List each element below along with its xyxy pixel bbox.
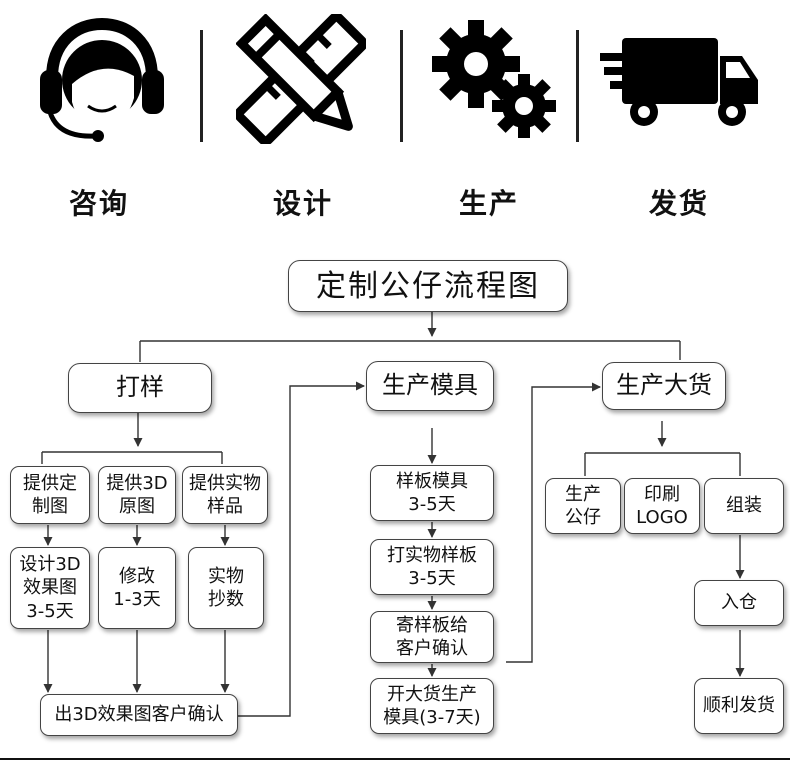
mold-step-sample-mold: 样板模具 3-5天: [370, 465, 494, 521]
divider: [200, 30, 203, 142]
headset-agent-icon: [40, 18, 164, 142]
bottom-rule: [0, 758, 790, 760]
mass-part-print-logo: 印刷 LOGO: [624, 478, 700, 534]
mass-head: 生产大货: [602, 362, 726, 410]
mass-step-warehouse: 入仓: [694, 580, 784, 626]
step-label-consult: 咨询: [68, 187, 129, 220]
sample-action-design-3d: 设计3D 效果图 3-5天: [10, 547, 90, 629]
step-label-shipping: 发货: [648, 187, 709, 220]
divider: [576, 30, 579, 142]
mass-part-assemble: 组装: [704, 478, 784, 534]
sample-action-scan: 实物 抄数: [188, 547, 264, 629]
mold-step-physical-sample: 打实物样板 3-5天: [370, 539, 494, 595]
mass-step-ship: 顺利发货: [694, 678, 784, 734]
delivery-truck-icon: [600, 38, 758, 126]
mold-step-send-sample: 寄样板给 客户确认: [370, 611, 494, 663]
step-label-production: 生产: [458, 187, 519, 220]
sample-confirm: 出3D效果图客户确认: [40, 694, 238, 736]
sample-input-3d-source: 提供3D 原图: [98, 466, 176, 524]
divider: [400, 30, 403, 142]
step-label-design: 设计: [272, 187, 333, 220]
sample-input-drawing: 提供定 制图: [10, 466, 90, 524]
mass-part-produce-toy: 生产 公仔: [545, 478, 621, 534]
sample-input-physical: 提供实物 样品: [182, 466, 268, 524]
mold-head: 生产模具: [366, 361, 494, 411]
ruler-pencil-icon: [236, 14, 366, 144]
sample-head: 打样: [68, 363, 212, 413]
gears-icon: [432, 20, 556, 138]
mold-step-production-mold: 开大货生产 模具(3-7天): [370, 678, 494, 734]
flow-title: 定制公仔流程图: [288, 260, 568, 312]
sample-action-revise: 修改 1-3天: [98, 547, 176, 629]
